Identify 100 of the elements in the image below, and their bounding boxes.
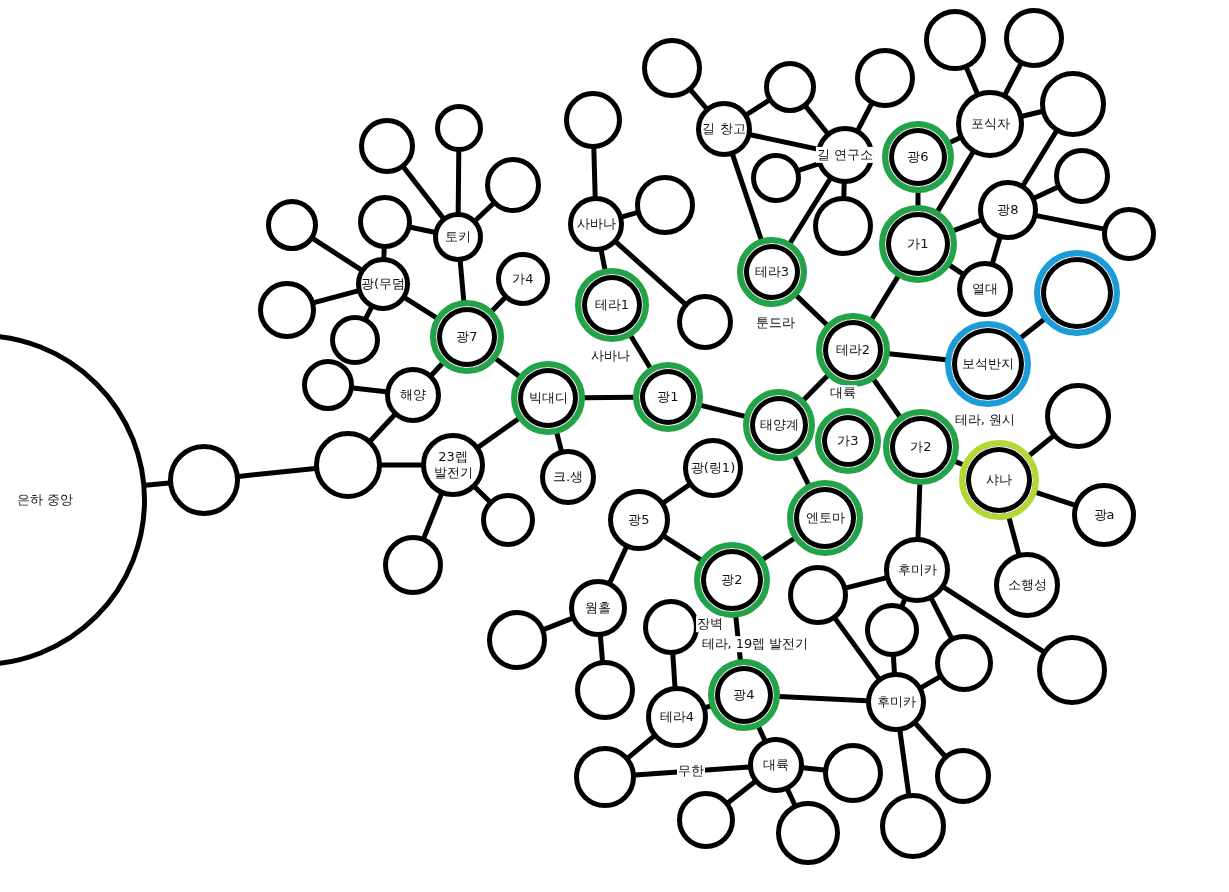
connector-line — [1035, 489, 1076, 508]
connector-line — [494, 356, 521, 379]
connector-line — [803, 104, 830, 135]
connector-line — [915, 483, 923, 539]
circle-node — [383, 535, 443, 595]
connector-line — [238, 465, 316, 479]
circle-node — [957, 261, 1013, 317]
node-label: 길 창고 — [702, 120, 746, 138]
node-label: 열대 — [972, 280, 998, 298]
connector-line — [888, 351, 947, 363]
connector-line — [1019, 317, 1046, 340]
connector-line — [761, 536, 796, 562]
circle-node — [737, 237, 807, 307]
connector-line — [935, 151, 976, 213]
circle-node — [1102, 207, 1156, 261]
connector-line — [869, 275, 901, 321]
circle-node — [485, 157, 541, 213]
caption-text: 툰드라 — [754, 315, 796, 331]
circle-node — [865, 603, 919, 657]
connector-line — [313, 288, 359, 306]
circle-node — [935, 748, 991, 804]
connector-line — [1035, 213, 1104, 232]
circle-node — [748, 737, 804, 793]
circle-node — [935, 634, 993, 692]
connector-line — [584, 394, 634, 401]
circle-node — [575, 268, 649, 342]
circle-node — [1034, 250, 1120, 336]
connector-line — [792, 455, 811, 486]
circle-node — [258, 281, 316, 339]
circle-node — [568, 196, 624, 252]
circle-node — [1004, 8, 1064, 68]
connector-line — [952, 217, 982, 233]
circle-node — [751, 153, 801, 203]
node-label: 테라3 — [754, 263, 790, 281]
circle-node — [421, 433, 485, 497]
node-label: 가4 — [512, 270, 534, 288]
connector-line — [591, 147, 598, 198]
node-label: 태양계 — [759, 416, 799, 434]
caption-text: 대륙 — [829, 385, 857, 401]
circle-node — [302, 359, 354, 411]
connector-line — [473, 201, 496, 223]
connector-line — [543, 615, 573, 632]
connector-line — [787, 177, 833, 245]
circle-node — [879, 205, 957, 283]
node-label: 사바나 — [576, 215, 616, 233]
connector-line — [368, 413, 397, 443]
circle-node — [487, 610, 547, 670]
circle-node — [1054, 148, 1110, 204]
circle-node — [574, 746, 636, 808]
caption-text: 장벽 — [696, 616, 724, 632]
node-label: 후미카 — [897, 561, 937, 579]
connector-line — [919, 674, 941, 690]
node-label: 가1 — [907, 235, 929, 253]
connector-line — [662, 534, 703, 562]
circle-node — [575, 660, 635, 720]
connector-line — [897, 730, 912, 795]
connector-line — [626, 734, 656, 760]
connector-line — [597, 635, 605, 662]
circle-node — [359, 118, 415, 174]
connector-line — [1021, 109, 1043, 119]
connector-line — [833, 616, 881, 681]
connector-line — [688, 88, 709, 111]
node-label: 길 연구소 — [815, 146, 875, 164]
connector-line — [476, 416, 521, 450]
connector-line — [855, 102, 874, 132]
connector-line — [598, 250, 608, 271]
connector-line — [990, 237, 1003, 264]
node-label: 엔토마 — [805, 509, 845, 527]
connector-line — [455, 150, 462, 214]
circle-node — [608, 489, 670, 551]
connector-line — [845, 575, 887, 591]
circle-node — [776, 801, 840, 865]
circle-node — [330, 315, 380, 365]
node-label: 테라2 — [835, 341, 871, 359]
node-label: 후미카 — [876, 693, 916, 711]
connector-line — [614, 240, 687, 306]
node-label: 테라4 — [659, 708, 695, 726]
connector-line — [942, 585, 1045, 654]
connector-line — [794, 293, 829, 327]
connector-line — [554, 432, 564, 452]
circle-node — [816, 313, 890, 387]
node-label: 23렙 발전기 — [432, 448, 474, 482]
node-label: 대륙 — [763, 756, 789, 774]
node-label: 샤나 — [986, 471, 1012, 489]
circle-node — [356, 257, 410, 311]
connector-line — [421, 492, 444, 540]
connector-line — [929, 597, 954, 640]
edge-label: 무한 — [676, 763, 705, 779]
node-label: 가2 — [910, 438, 932, 456]
connector-line — [403, 295, 438, 320]
connector-line — [670, 653, 678, 688]
connector-line — [1002, 62, 1024, 96]
node-label: 소행성 — [1007, 576, 1047, 594]
circle-node — [266, 199, 318, 251]
node-label: 광(무덤 — [360, 275, 406, 293]
connector-line — [913, 721, 947, 758]
caption-text: 사바나 — [589, 348, 631, 364]
connector-line — [145, 480, 170, 488]
circle-node — [866, 672, 926, 732]
circle-node — [764, 61, 816, 113]
